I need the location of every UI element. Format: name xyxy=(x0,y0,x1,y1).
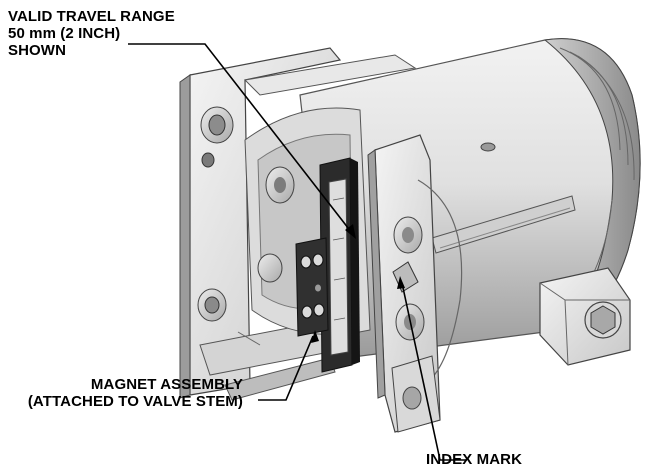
magnet-assembly-line1: MAGNET ASSEMBLY xyxy=(90,376,243,393)
travel-range-arrow xyxy=(345,224,356,239)
magnet-assembly xyxy=(295,157,360,373)
travel-range-line1: VALID TRAVEL RANGE xyxy=(8,8,175,25)
magnet-assembly-callout: MAGNET ASSEMBLY (ATTACHED TO VALVE STEM) xyxy=(28,376,243,410)
magnet-assembly-leader xyxy=(258,335,314,401)
travel-range-line2: 50 mm (2 INCH) xyxy=(8,25,121,42)
leader-lines xyxy=(128,43,467,461)
feedback-plate xyxy=(367,134,463,433)
index-mark-callout: INDEX MARK xyxy=(426,451,522,468)
travel-range-leader xyxy=(128,43,353,234)
index-mark-arrow xyxy=(397,276,405,289)
travel-range-callout: VALID TRAVEL RANGE 50 mm (2 INCH) SHOWN xyxy=(8,8,175,59)
travel-range-line3: SHOWN xyxy=(8,42,66,59)
conduit-boss xyxy=(539,267,631,366)
magnet-assembly-line2: (ATTACHED TO VALVE STEM) xyxy=(27,393,243,410)
index-mark-leader xyxy=(401,282,467,461)
index-mark-line1: INDEX MARK xyxy=(426,451,523,468)
magnet-assembly-arrow xyxy=(311,330,319,343)
leader-arrowheads xyxy=(311,224,405,343)
